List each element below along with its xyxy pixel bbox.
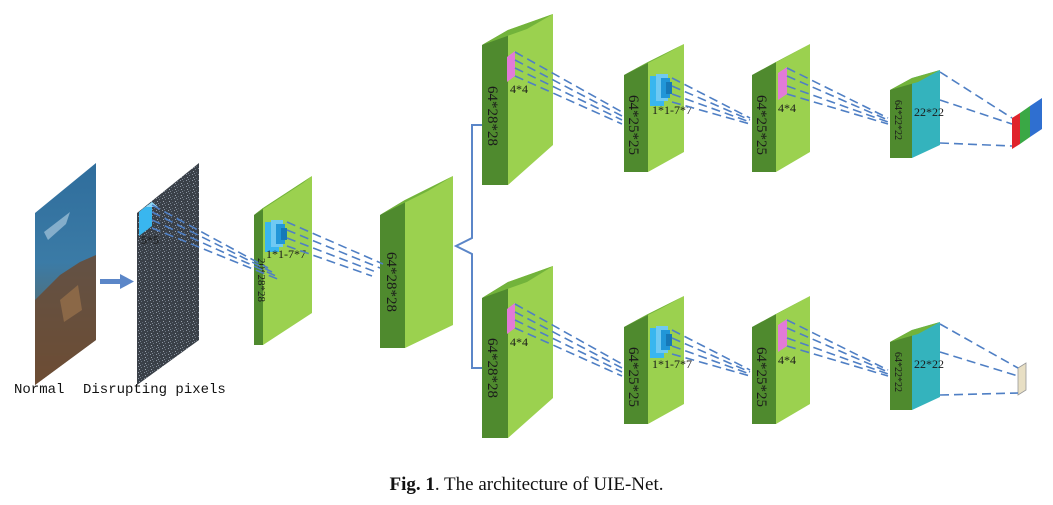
disrupted-pixels-image [137, 163, 199, 385]
top-kernel-3-label: 4*4 [778, 101, 796, 115]
branch-bracket [453, 124, 484, 369]
top-block-3-kernel [778, 67, 787, 100]
dashed-projection-lines [151, 51, 1019, 396]
top-block-1 [482, 14, 553, 185]
conv-layer-2-dims: 64*28*28 [383, 252, 399, 312]
input-kernel-patch [139, 202, 152, 236]
bottom-kernel-2-label: 1*1-7*7 [652, 357, 692, 371]
bottom-block-2-dims: 64*25*25 [625, 347, 641, 407]
top-kernel-1-label: 4*4 [510, 82, 528, 96]
disrupting-pixels-label: Disrupting pixels [83, 382, 226, 398]
bottom-kernel-3-label: 4*4 [778, 353, 796, 367]
top-block-4-face-label: 22*22 [914, 105, 944, 119]
bottom-block-1 [482, 266, 553, 438]
uie-net-architecture-diagram: Normal 5*5 Disrupting pixels 1*1-7*7 20*… [14, 14, 1042, 438]
conv-layer-2-block [380, 176, 453, 348]
top-block-1-dims: 64*28*28 [484, 86, 500, 146]
bottom-block-1-kernel [507, 303, 515, 334]
normal-label: Normal [14, 382, 64, 398]
transmission-output [1017, 362, 1027, 396]
top-block-4-dims: 64*22*22 [892, 100, 903, 140]
multiscale-kernel-label-1: 1*1-7*7 [266, 247, 306, 261]
input-kernel-label: 5*5 [141, 233, 159, 247]
figure-caption: Fig. 1. The architecture of UIE-Net. [0, 474, 1053, 496]
bottom-kernel-1-label: 4*4 [510, 335, 528, 349]
top-block-1-kernel [507, 51, 515, 82]
conv-layer-1-dims: 20*28*28 [255, 258, 267, 303]
bottom-block-3-dims: 64*25*25 [753, 347, 769, 407]
bottom-block-2-multiscale-kernel [650, 326, 672, 358]
figure-caption-text: . The architecture of UIE-Net. [434, 474, 664, 495]
bottom-block-4-dims: 64*22*22 [892, 352, 903, 392]
top-block-2-multiscale-kernel [650, 74, 672, 106]
conv-layer-1-multiscale-kernel [265, 220, 287, 252]
bottom-block-1-dims: 64*28*28 [484, 338, 500, 398]
bottom-block-4 [890, 322, 940, 410]
conv-layer-1-block [254, 176, 312, 345]
top-block-4 [890, 70, 940, 158]
disrupt-arrow [100, 274, 134, 289]
bottom-block-4-face-label: 22*22 [914, 357, 944, 371]
top-block-3-dims: 64*25*25 [753, 95, 769, 155]
top-kernel-2-label: 1*1-7*7 [652, 103, 692, 117]
figure-caption-prefix: Fig. 1 [389, 474, 435, 495]
normal-underwater-image [35, 163, 96, 385]
rgb-output [1012, 98, 1042, 149]
bottom-block-3-kernel [778, 319, 787, 352]
top-block-2-dims: 64*25*25 [625, 95, 641, 155]
